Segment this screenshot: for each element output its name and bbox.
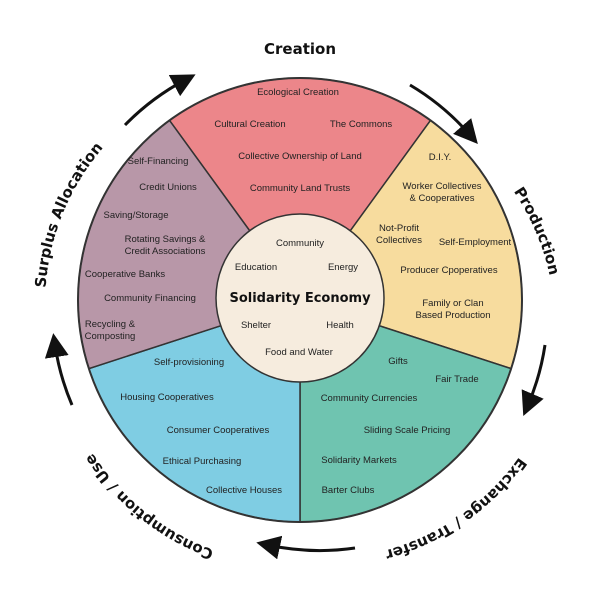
surplus-item: Saving/Storage xyxy=(104,210,169,221)
exchange-item: Fair Trade xyxy=(435,374,478,385)
center-item: Shelter xyxy=(241,320,271,331)
arrow-creation-to-production xyxy=(409,83,478,145)
production-item: Family or Clan xyxy=(422,298,483,309)
surplus-item: Credit Associations xyxy=(125,246,206,257)
outer-ring xyxy=(77,77,523,523)
surplus-item: Composting xyxy=(85,331,136,342)
exchange-item: Gifts xyxy=(388,356,408,367)
exchange-item: Barter Clubs xyxy=(322,485,375,496)
arrow-consumption-to-surplus xyxy=(44,333,74,406)
surplus-item: Rotating Savings & xyxy=(125,234,206,245)
creation-item: Cultural Creation xyxy=(214,119,285,130)
consumption-item: Housing Cooperatives xyxy=(120,392,214,403)
center-title: Solidarity Economy xyxy=(229,291,371,306)
label-creation: Creation xyxy=(264,40,336,58)
production-item: Collectives xyxy=(376,235,422,246)
production-item: Based Production xyxy=(416,310,491,321)
arrow-exchange-to-consumption xyxy=(256,535,356,560)
production-item: D.I.Y. xyxy=(429,152,452,163)
exchange-item: Sliding Scale Pricing xyxy=(364,425,451,436)
production-item: Worker Collectives xyxy=(402,181,481,192)
center-item: Food and Water xyxy=(265,347,333,358)
surplus-item: Credit Unions xyxy=(139,182,197,193)
arrow-production-to-exchange xyxy=(521,344,547,417)
creation-item: Collective Ownership of Land xyxy=(238,151,362,162)
center-item: Community xyxy=(276,238,324,249)
center-item: Energy xyxy=(328,262,358,273)
arrow-surplus-to-creation xyxy=(123,74,196,127)
creation-item: Ecological Creation xyxy=(257,87,339,98)
center-item: Health xyxy=(326,320,353,331)
creation-item: The Commons xyxy=(330,119,393,130)
center-circle xyxy=(215,213,385,383)
production-item: Not-Profit xyxy=(379,223,419,234)
production-item: Self-Employment xyxy=(439,237,512,248)
surplus-item: Self-Financing xyxy=(128,156,189,167)
creation-item: Community Land Trusts xyxy=(250,183,351,194)
surplus-item: Cooperative Banks xyxy=(85,269,166,280)
production-item: & Cooperatives xyxy=(410,193,475,204)
exchange-item: Solidarity Markets xyxy=(321,455,397,466)
consumption-item: Ethical Purchasing xyxy=(163,456,242,467)
center-item: Education xyxy=(235,262,277,273)
consumption-item: Consumer Cooperatives xyxy=(167,425,270,436)
consumption-item: Collective Houses xyxy=(206,485,282,496)
surplus-item: Community Financing xyxy=(104,293,196,304)
surplus-item: Recycling & xyxy=(85,319,136,330)
production-item: Producer Cpoperatives xyxy=(400,265,497,276)
consumption-item: Self-provisioning xyxy=(154,357,224,368)
exchange-item: Community Currencies xyxy=(321,393,418,404)
